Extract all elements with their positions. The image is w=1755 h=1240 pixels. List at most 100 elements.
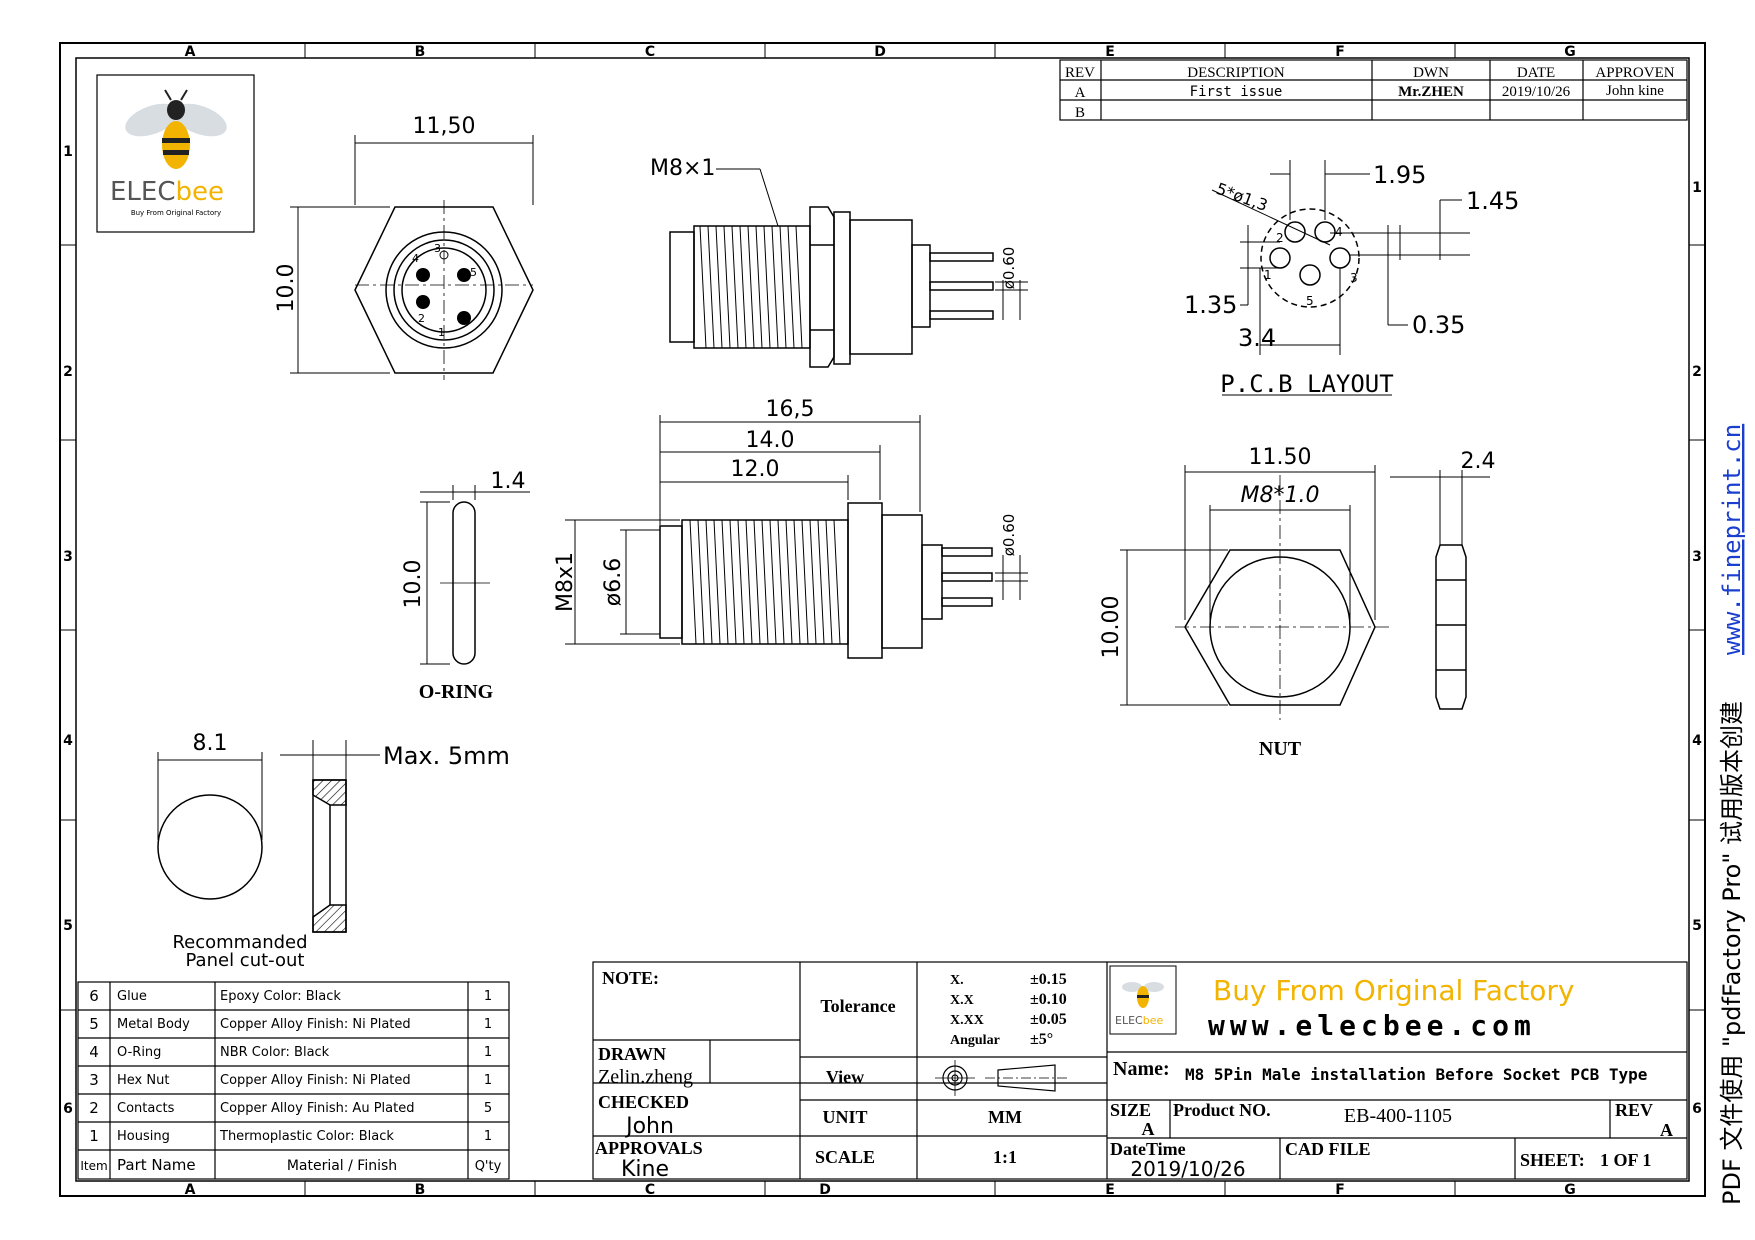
section-len-dim: 14.0 <box>746 428 795 453</box>
bom-header: Part Name <box>117 1156 196 1174</box>
part-name: M8 5Pin Male installation Before Socket … <box>1185 1065 1647 1084</box>
row-label: 3 <box>63 549 73 565</box>
bom-cell: O-Ring <box>117 1045 161 1060</box>
drawn-value: Zelin.zheng <box>598 1066 693 1088</box>
name-label: Name: <box>1113 1058 1170 1080</box>
col-label: G <box>1564 1182 1576 1198</box>
section-thread-dim: M8x1 <box>553 552 578 612</box>
rev-cell: A <box>1075 85 1086 101</box>
sheet-border <box>59 42 1706 1197</box>
panel-label: Recommanded <box>172 932 307 953</box>
rev-header: APPROVEN <box>1595 65 1674 81</box>
tolerance-value: ±0.05 <box>1030 1011 1067 1028</box>
row-label: 3 <box>1692 549 1702 565</box>
bom-cell: 6 <box>89 987 99 1005</box>
bom-header: Item <box>80 1159 107 1173</box>
front-height-dim: 10.0 <box>274 264 299 313</box>
pin-label: 3 <box>434 242 441 255</box>
cad-label: CAD FILE <box>1285 1139 1371 1159</box>
rev-cell: Mr.ZHEN <box>1398 84 1464 100</box>
rev-value: A <box>1660 1120 1673 1140</box>
oring-view <box>420 485 530 665</box>
bom-cell: Copper Alloy Finish: Au Plated <box>220 1101 414 1116</box>
pin-label: 3 <box>1350 271 1358 285</box>
pin-label: 1 <box>438 326 445 339</box>
front-width-dim: 11,50 <box>413 114 476 139</box>
col-label: D <box>819 1182 831 1198</box>
title-logo-brand: ELECbee <box>1115 1014 1163 1027</box>
pin-label: 2 <box>1276 231 1284 245</box>
panel-label: Panel cut-out <box>186 950 305 971</box>
pcb-dim: 1.35 <box>1184 291 1237 319</box>
bom-header: Material / Finish <box>287 1158 397 1174</box>
bom-cell: Housing <box>117 1129 170 1144</box>
rev-header: REV <box>1065 65 1095 81</box>
bom-cell: 5 <box>484 1101 492 1116</box>
pcb-holes-dim: 5*ø1,3 <box>1214 179 1271 215</box>
col-label: B <box>415 1182 426 1198</box>
rev-cell: First issue <box>1190 84 1283 100</box>
bom-cell: 1 <box>89 1127 99 1145</box>
row-label: 2 <box>1692 364 1702 380</box>
row-label: 5 <box>63 918 73 934</box>
bom-cell: Glue <box>117 989 147 1004</box>
side-thread-label: M8×1 <box>650 156 715 181</box>
bom-cell: Thermoplastic Color: Black <box>219 1129 394 1144</box>
bom-header: Q'ty <box>475 1159 502 1174</box>
col-label: E <box>1105 1182 1115 1198</box>
front-view-pin-labels: 4 3 5 2 1 <box>412 242 477 339</box>
col-label: C <box>645 1182 655 1198</box>
datetime-label: DateTime <box>1110 1139 1186 1159</box>
checked-value: John <box>624 1114 674 1139</box>
side-pin-dia: ø0.60 <box>1000 247 1018 290</box>
pin-label: 1 <box>1264 268 1272 282</box>
bom-cell: 1 <box>484 1017 492 1032</box>
pcb-label: P.C.B LAYOUT <box>1220 370 1393 398</box>
rev-header: DESCRIPTION <box>1187 65 1285 81</box>
nut-thick-dim: 2.4 <box>1461 449 1496 474</box>
panel-dia-dim: 8.1 <box>193 731 228 756</box>
section-dims: 16,5 14.0 12.0 M8x1 ø6.6 ø0.60 <box>553 397 1018 612</box>
rev-cell: 2019/10/26 <box>1502 84 1571 100</box>
note-label: NOTE: <box>602 968 659 988</box>
col-label: E <box>1105 44 1115 60</box>
pcb-pin-labels: 2 4 1 3 5 <box>1264 225 1358 308</box>
bom-cell: 1 <box>484 989 492 1004</box>
col-label: F <box>1335 1182 1345 1198</box>
bom-cell: 2 <box>89 1099 99 1117</box>
title-block-right: Name: M8 5Pin Male installation Before S… <box>1110 1058 1673 1181</box>
title-block <box>592 961 1688 1180</box>
pcb-dim: 1.95 <box>1373 161 1426 189</box>
tolerance-key: X.XX <box>950 1013 984 1028</box>
tolerance-key: X. <box>950 973 964 988</box>
front-view <box>290 135 534 380</box>
rev-cell: John kine <box>1606 83 1664 99</box>
col-label: B <box>415 44 426 60</box>
section-len-dim: 16,5 <box>766 397 815 422</box>
col-label: G <box>1564 44 1576 60</box>
side-view <box>669 168 1028 368</box>
bom-cell: Hex Nut <box>117 1073 169 1088</box>
panel-max-dim: Max. 5mm <box>383 742 510 770</box>
pcb-dim: 1.45 <box>1466 187 1519 215</box>
col-label: F <box>1335 44 1345 60</box>
bom-cell: NBR Color: Black <box>220 1045 330 1060</box>
pcb-dim: 0.35 <box>1412 311 1465 339</box>
scale-label: SCALE <box>815 1147 875 1167</box>
pcb-dim: 3.4 <box>1238 324 1276 352</box>
nut-width-dim: 11.50 <box>1249 445 1312 470</box>
rev-header: DWN <box>1413 65 1449 81</box>
bom-cell: Metal Body <box>117 1017 190 1032</box>
watermark-link[interactable]: www.fineprint.cn <box>1718 424 1746 655</box>
tolerance-value: ±0.10 <box>1030 991 1067 1008</box>
col-label: A <box>185 1182 196 1198</box>
section-pin-dia: ø0.60 <box>1000 514 1018 557</box>
nut-thread-dim: M8*1.0 <box>1241 483 1320 508</box>
slogan: Buy From Original Factory <box>1213 974 1574 1007</box>
title-block-text: NOTE: DRAWN Zelin.zheng CHECKED John APP… <box>595 968 1067 1182</box>
col-label: D <box>874 44 886 60</box>
rev-header: DATE <box>1517 65 1555 81</box>
bom-cell: Contacts <box>117 1101 175 1116</box>
oring-label: O-RING <box>419 681 494 703</box>
